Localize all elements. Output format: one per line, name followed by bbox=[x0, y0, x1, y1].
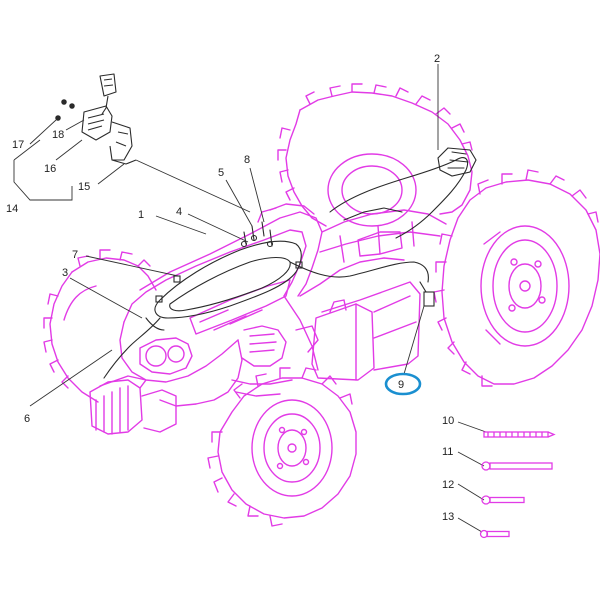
wiring-harness bbox=[103, 147, 477, 379]
cable-tie-icon bbox=[483, 431, 556, 438]
cable-clamp-icon-large bbox=[481, 461, 553, 471]
hardware-list bbox=[479, 431, 556, 539]
callout-13: 13 bbox=[442, 511, 454, 523]
rear-left-wheel bbox=[277, 83, 473, 227]
leader-14-bracket bbox=[13, 139, 73, 201]
tractor-hood bbox=[119, 203, 323, 383]
leader-9 bbox=[403, 305, 425, 375]
sensor-assembly-detail bbox=[55, 73, 137, 165]
cable-clamp-icon-small bbox=[479, 529, 510, 539]
cable-clamp-icon-medium bbox=[481, 495, 525, 505]
harness-inner-loop bbox=[169, 256, 291, 312]
callout-14: 14 bbox=[6, 203, 18, 215]
callout-12: 12 bbox=[442, 479, 454, 491]
leader-16 bbox=[55, 139, 83, 161]
leader-8 bbox=[249, 167, 265, 223]
callout-7: 7 bbox=[72, 249, 78, 261]
front-weights bbox=[89, 375, 177, 435]
callout-18: 18 bbox=[52, 129, 64, 141]
callout-labels: 1 2 3 4 5 6 7 8 9 10 11 12 13 14 15 16 1… bbox=[6, 53, 454, 523]
callout-6: 6 bbox=[24, 413, 30, 425]
leader-5 bbox=[225, 179, 253, 227]
harness-front-branch bbox=[103, 317, 161, 379]
leader-11 bbox=[457, 451, 485, 467]
callout-1: 1 bbox=[138, 209, 144, 221]
harness-main-loop bbox=[154, 240, 302, 319]
harness-rear-run bbox=[329, 157, 469, 239]
callout-8: 8 bbox=[244, 154, 250, 166]
tank bbox=[311, 281, 421, 381]
leader-13 bbox=[457, 517, 483, 533]
leader-10 bbox=[457, 421, 487, 433]
leader-18 bbox=[65, 119, 85, 131]
callout-16: 16 bbox=[44, 163, 56, 175]
highlight-ring bbox=[384, 372, 422, 396]
leader-rear-to-detail bbox=[135, 159, 251, 213]
leader-4 bbox=[187, 213, 249, 243]
leader-15 bbox=[97, 163, 125, 185]
leader-17 bbox=[29, 119, 57, 145]
tractor-chassis bbox=[159, 257, 405, 407]
leader-12 bbox=[457, 483, 485, 501]
tractor-outline bbox=[43, 83, 600, 527]
callout-3: 3 bbox=[62, 267, 68, 279]
callout-leaders bbox=[13, 64, 487, 533]
leader-3 bbox=[69, 277, 143, 319]
callout-4: 4 bbox=[176, 206, 182, 218]
callout-2: 2 bbox=[434, 53, 440, 65]
front-left-wheel bbox=[43, 249, 157, 403]
rear-frame bbox=[319, 209, 447, 263]
callout-17: 17 bbox=[12, 139, 24, 151]
harness-center-run bbox=[289, 261, 429, 283]
callout-15: 15 bbox=[78, 181, 90, 193]
leader-6 bbox=[29, 349, 113, 407]
leader-7 bbox=[85, 255, 179, 277]
callout-11: 11 bbox=[442, 446, 453, 458]
leader-1 bbox=[155, 215, 207, 235]
callout-5: 5 bbox=[218, 167, 224, 179]
callout-9: 9 bbox=[398, 379, 404, 391]
rear-right-wheel bbox=[433, 169, 600, 387]
front-right-wheel bbox=[207, 367, 357, 527]
callout-10: 10 bbox=[442, 415, 454, 427]
